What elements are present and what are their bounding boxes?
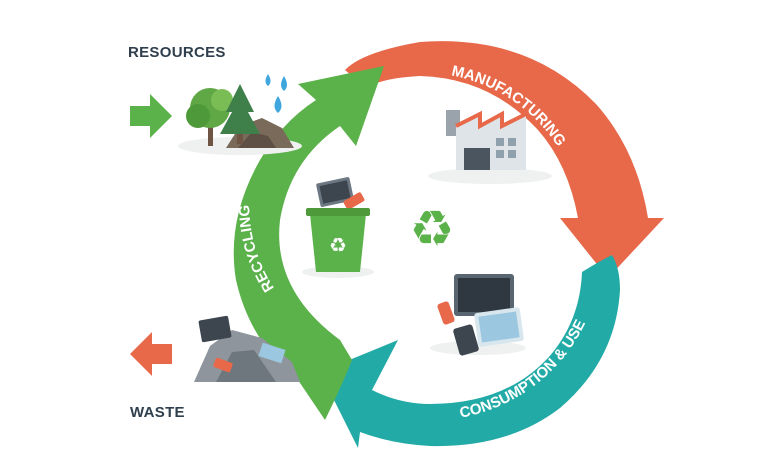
resources-label: RESOURCES bbox=[128, 44, 226, 61]
waste-pile-illustration bbox=[194, 315, 300, 382]
waste-label: WASTE bbox=[130, 404, 185, 421]
natural-resources-illustration bbox=[178, 74, 302, 155]
arrow-left-icon bbox=[130, 332, 172, 376]
recycling-arc bbox=[233, 66, 384, 420]
devices-icon bbox=[430, 274, 526, 356]
recycle-symbol-icon: ♻ bbox=[410, 201, 455, 257]
svg-text:♻: ♻ bbox=[410, 201, 455, 257]
factory-icon bbox=[428, 110, 552, 184]
consumption-arc bbox=[320, 255, 620, 448]
recycle-bin-icon: ♻ bbox=[302, 177, 374, 278]
arrow-right-icon bbox=[130, 94, 172, 138]
bin-recycle-icon: ♻ bbox=[329, 235, 347, 257]
manufacturing-arc bbox=[345, 41, 664, 278]
